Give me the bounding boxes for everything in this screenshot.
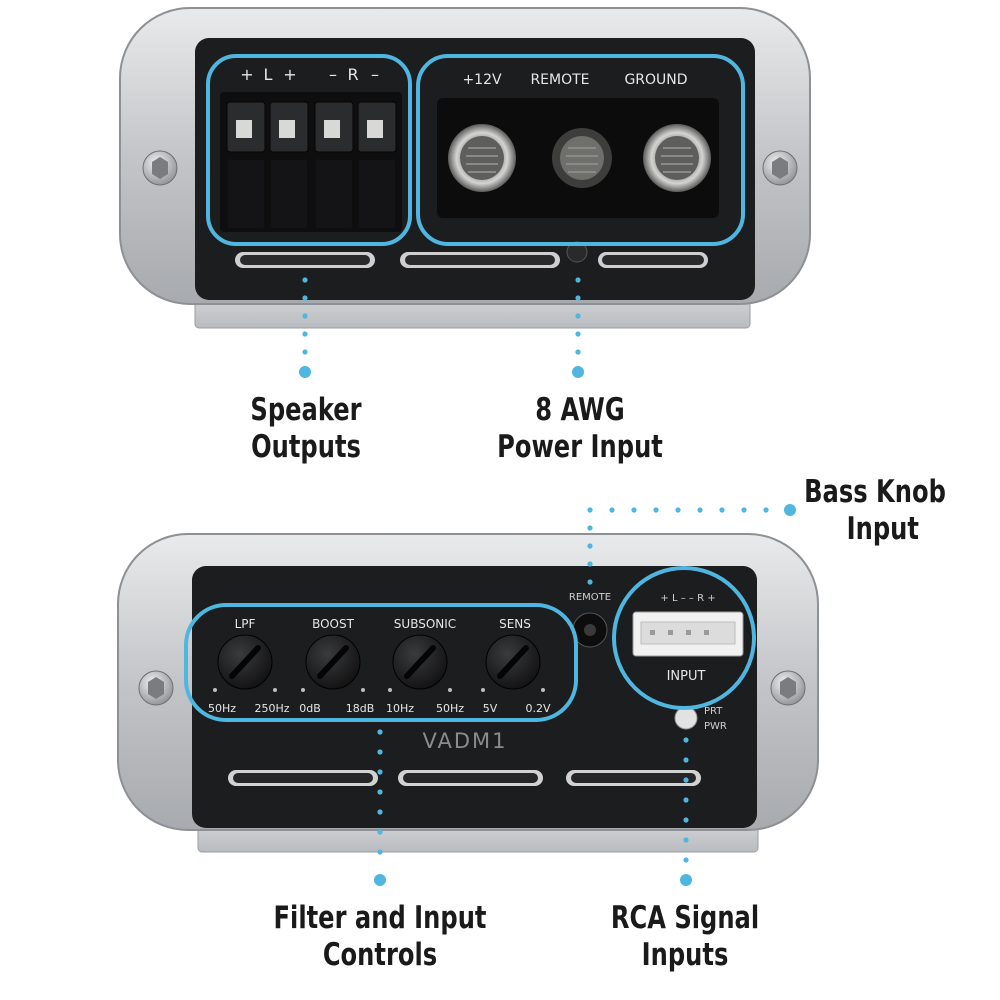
callout-line: Input	[846, 511, 919, 547]
rca-inputs-leader	[680, 737, 692, 886]
control-name-labels: LPF BOOST SUBSONIC SENS	[235, 617, 531, 631]
bass-knob-leader	[587, 504, 796, 585]
speaker-terminal-block	[220, 92, 402, 232]
input-pin-labels: + L – – R +	[660, 593, 715, 604]
top-amplifier: + L + – R – +12V REMOTE GROUND	[119, 7, 811, 329]
filter-controls-leader	[374, 729, 386, 886]
svg-text:50Hz: 50Hz	[436, 702, 464, 715]
svg-text:R: R	[347, 65, 358, 84]
svg-text:+: +	[283, 65, 296, 84]
prt-label: PRT	[704, 706, 723, 717]
screw-icon	[770, 670, 806, 706]
callout-line: Outputs	[251, 429, 361, 465]
rca-inputs-callout: RCA Signal Inputs	[603, 900, 767, 974]
svg-text:LPF: LPF	[235, 617, 256, 631]
callout-line: Speaker	[250, 392, 362, 428]
bottom-amplifier: LPF BOOST SUBSONIC SENS 50Hz 250Hz 0dB 18d…	[117, 533, 819, 853]
power-input-highlight	[416, 54, 745, 246]
remote-jack	[572, 612, 608, 648]
svg-text:+12V: +12V	[462, 72, 502, 88]
filter-controls-highlight	[184, 603, 578, 722]
remote-jack-label: REMOTE	[569, 592, 611, 603]
screw-icon	[762, 150, 798, 186]
callout-line: Bass Knob	[804, 474, 946, 510]
control-range-labels: 50Hz 250Hz 0dB 18dB 10Hz 50Hz 5V 0.2V	[208, 702, 551, 715]
svg-text:0dB: 0dB	[299, 702, 321, 715]
bass-knob-callout: Bass Knob Input	[801, 474, 949, 548]
svg-text:250Hz: 250Hz	[254, 702, 289, 715]
svg-text:GROUND: GROUND	[624, 72, 687, 88]
power-terminal-labels: +12V REMOTE GROUND	[462, 72, 687, 88]
input-label: INPUT	[667, 669, 706, 684]
callout-line: 8 AWG	[535, 392, 625, 428]
svg-text:BOOST: BOOST	[312, 617, 355, 631]
callout-line: Power Input	[497, 429, 663, 465]
power-input-callout: 8 AWG Power Input	[490, 392, 669, 466]
status-led	[674, 706, 698, 730]
speaker-outputs-highlight	[206, 54, 412, 246]
power-input-leader	[572, 277, 584, 378]
svg-text:SENS: SENS	[499, 617, 531, 631]
svg-text:–: –	[371, 65, 379, 84]
callout-line: Filter and Input	[273, 900, 487, 936]
svg-text:REMOTE: REMOTE	[530, 72, 589, 88]
speaker-outputs-leader	[299, 277, 311, 378]
callout-line: Controls	[322, 937, 438, 973]
speaker-polarity-labels: + L + – R –	[240, 65, 379, 84]
svg-text:SUBSONIC: SUBSONIC	[394, 617, 456, 631]
svg-text:50Hz: 50Hz	[208, 702, 236, 715]
model-label: VADM1	[422, 729, 507, 753]
svg-text:10Hz: 10Hz	[386, 702, 414, 715]
svg-text:–: –	[329, 65, 337, 84]
callout-line: Inputs	[641, 937, 729, 973]
control-knobs	[213, 634, 545, 692]
rca-inputs-highlight	[612, 566, 756, 710]
callout-line: RCA Signal	[610, 900, 760, 936]
power-terminal-block	[437, 98, 719, 263]
screw-icon	[138, 670, 174, 706]
svg-text:+: +	[240, 65, 253, 84]
filter-controls-callout: Filter and Input Controls	[271, 900, 489, 974]
svg-text:0.2V: 0.2V	[525, 702, 550, 715]
svg-text:L: L	[264, 65, 273, 84]
svg-text:5V: 5V	[483, 702, 498, 715]
input-connector	[632, 611, 744, 657]
screw-icon	[142, 150, 178, 186]
svg-text:18dB: 18dB	[346, 702, 375, 715]
speaker-outputs-callout: Speaker Outputs	[228, 392, 384, 466]
pwr-label: PWR	[704, 721, 727, 732]
